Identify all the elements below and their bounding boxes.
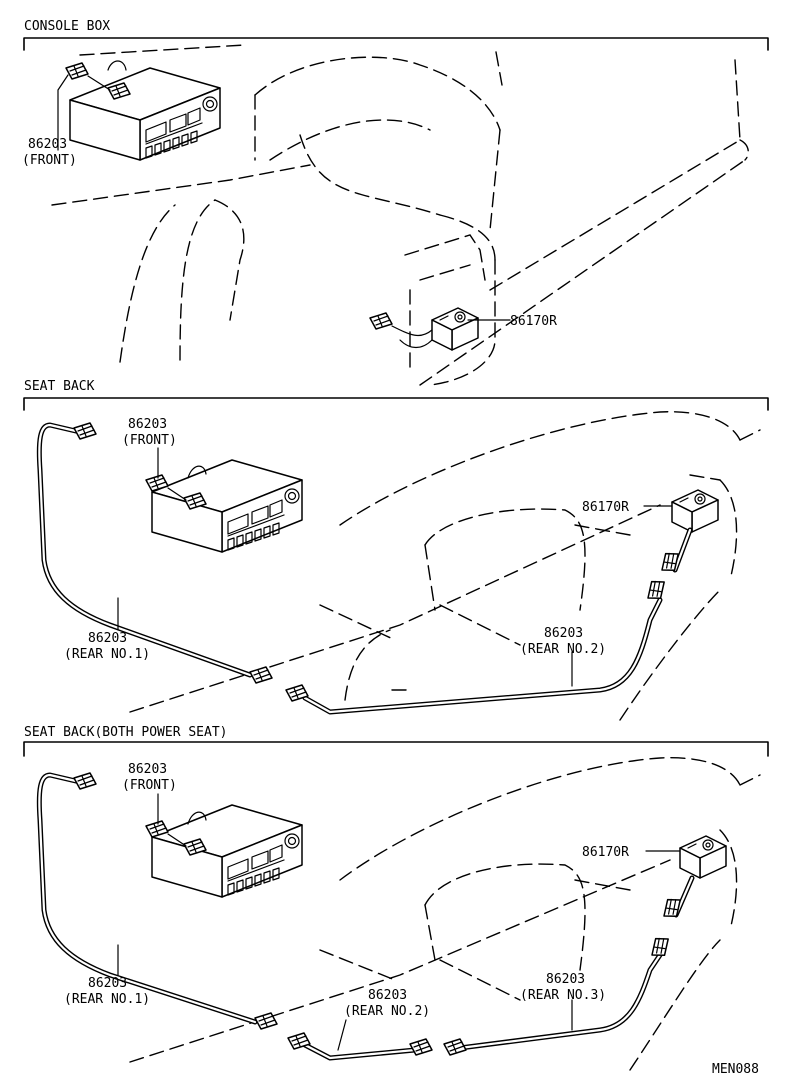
connector-rear-no2-end[interactable]	[642, 575, 670, 605]
label-86203-front-part: 86203	[28, 137, 67, 152]
section-bracket	[23, 37, 769, 51]
section-console-box: CONSOLE BOX	[22, 19, 769, 386]
label-86203-front-sub: (FRONT)	[22, 153, 77, 168]
section-seat-back-power: SEAT BACK(BOTH POWER SEAT) 86203 (FRONT)	[23, 725, 769, 1071]
label-86203-rear2-sub: (REAR NO.2)	[344, 1004, 430, 1019]
label-86203-rear2-sub: (REAR NO.2)	[520, 642, 606, 657]
label-86203-rear1-part: 86203	[88, 976, 127, 991]
radio-unit	[151, 804, 303, 898]
antenna-lead	[187, 465, 207, 479]
label-86203-rear2-part: 86203	[544, 626, 583, 641]
connector-lead	[87, 75, 111, 91]
radio-unit	[151, 459, 303, 553]
label-86203-rear1-sub: (REAR NO.1)	[64, 992, 150, 1007]
label-86203-front-part: 86203	[128, 762, 167, 777]
label-86203-rear1-sub: (REAR NO.1)	[64, 647, 150, 662]
antenna-lead	[107, 60, 127, 71]
connector-rear-no1-end[interactable]	[249, 666, 273, 684]
section-title-seat-back-power: SEAT BACK(BOTH POWER SEAT)	[24, 725, 228, 740]
label-86203-rear3-sub: (REAR NO.3)	[520, 988, 606, 1003]
switch-lead-2	[399, 339, 433, 349]
leader-front-label	[57, 74, 69, 151]
label-86203-rear3-part: 86203	[546, 972, 585, 987]
switch-lead	[391, 325, 433, 337]
connector-rear-no3-start[interactable]	[443, 1038, 467, 1056]
switch-86170r[interactable]	[431, 307, 479, 351]
radio-unit	[69, 67, 221, 161]
connector-lead	[167, 833, 187, 847]
label-86170r: 86170R	[510, 314, 557, 329]
label-86203-rear1-part: 86203	[88, 631, 127, 646]
label-86203-front-sub: (FRONT)	[122, 433, 177, 448]
connector-lead	[167, 487, 187, 501]
antenna-lead	[187, 811, 207, 825]
connector-rear-no1-start[interactable]	[73, 422, 97, 440]
section-bracket	[23, 397, 769, 411]
seat-outline	[129, 411, 761, 721]
leader-rear2-label	[337, 1019, 347, 1051]
label-86203-rear2-part: 86203	[368, 988, 407, 1003]
label-86203-front-sub: (FRONT)	[122, 778, 177, 793]
label-86170r: 86170R	[582, 500, 629, 515]
section-seat-back: SEAT BACK 86203 (FRONT)	[23, 379, 769, 721]
switch-86170r[interactable]	[679, 835, 727, 879]
section-title-console-box: CONSOLE BOX	[24, 19, 110, 34]
section-bracket	[23, 741, 769, 757]
connector-switch[interactable]	[369, 312, 393, 330]
connector-front[interactable]	[65, 62, 89, 80]
console-outline	[51, 44, 749, 386]
section-title-seat-back: SEAT BACK	[24, 379, 95, 394]
connector-rear-no1-start[interactable]	[73, 772, 97, 790]
figure-code: MEN088	[712, 1062, 759, 1077]
seat-outline	[129, 757, 761, 1071]
switch-86170r[interactable]	[671, 489, 719, 533]
label-86203-front-part: 86203	[128, 417, 167, 432]
label-86170r: 86170R	[582, 845, 629, 860]
